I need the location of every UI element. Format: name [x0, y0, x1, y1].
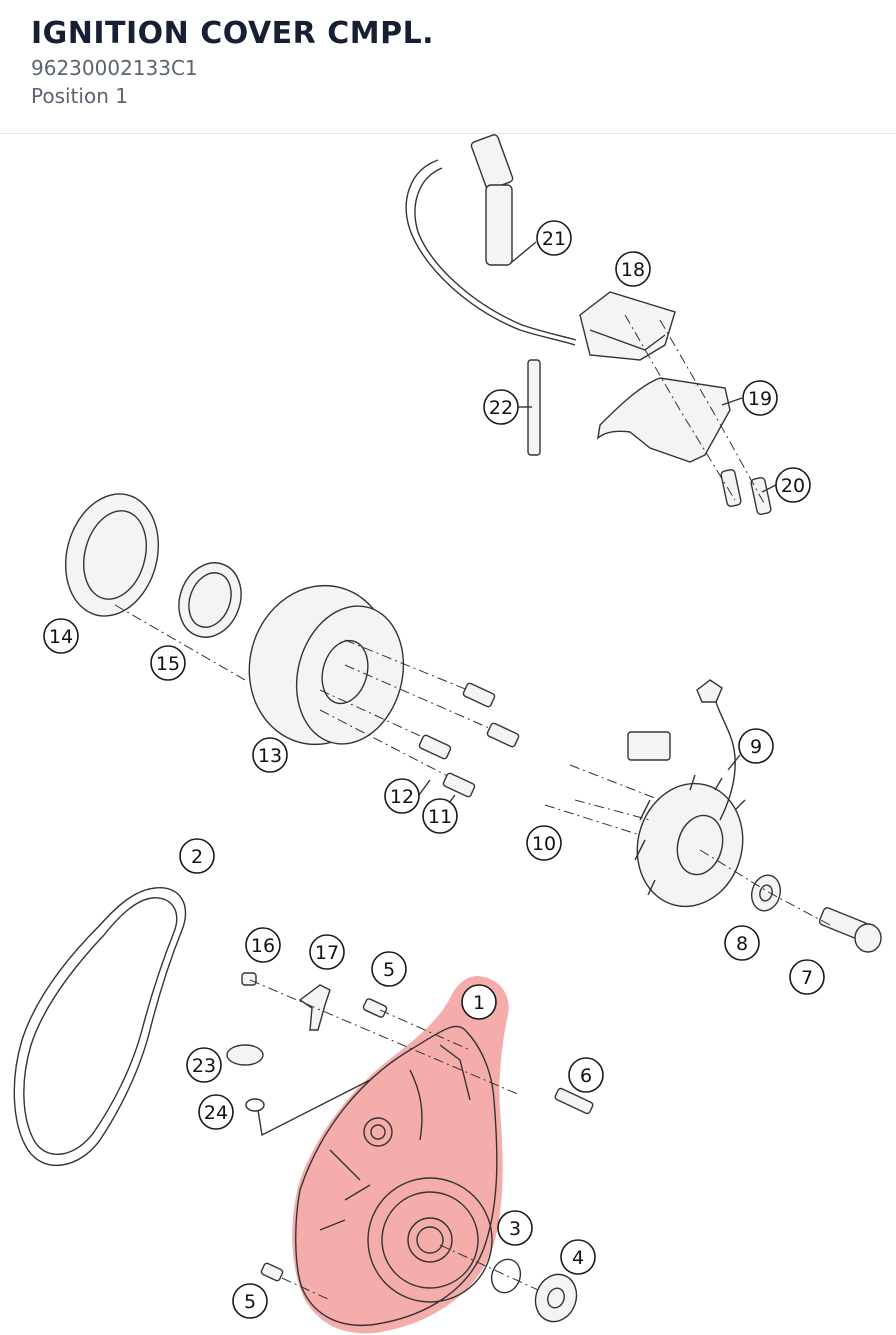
- callout-label: 8: [736, 933, 748, 955]
- callout-8[interactable]: 8: [724, 925, 760, 961]
- callout-1[interactable]: 1: [461, 984, 497, 1020]
- callout-circle[interactable]: [461, 984, 497, 1020]
- callout-13[interactable]: 13: [252, 737, 288, 773]
- callout-circle[interactable]: [179, 838, 215, 874]
- callout-circle[interactable]: [252, 737, 288, 773]
- callout-circle[interactable]: [738, 728, 774, 764]
- callout-circle[interactable]: [422, 798, 458, 834]
- callout-circle[interactable]: [371, 951, 407, 987]
- callout-19[interactable]: 19: [742, 380, 778, 416]
- callout-16[interactable]: 16: [245, 927, 281, 963]
- gasket-part: [13, 887, 187, 1166]
- callout-2[interactable]: 2: [179, 838, 215, 874]
- callout-4[interactable]: 4: [560, 1239, 596, 1275]
- callout-circle[interactable]: [483, 389, 519, 425]
- position-label: Position 1: [31, 84, 128, 108]
- callout-label: 16: [251, 935, 275, 957]
- callout-7[interactable]: 7: [789, 959, 825, 995]
- part-number: 96230002133C1: [31, 56, 198, 80]
- callout-label: 5: [244, 1291, 256, 1313]
- callout-label: 1: [473, 992, 485, 1014]
- callout-14[interactable]: 14: [43, 618, 79, 654]
- ignition-coil-part: [405, 134, 772, 516]
- callout-label: 22: [489, 397, 513, 419]
- callout-22[interactable]: 22: [483, 389, 519, 425]
- callout-label: 5: [383, 959, 395, 981]
- stator-part: [544, 679, 882, 953]
- callout-label: 7: [801, 967, 813, 989]
- callout-label: 11: [428, 806, 452, 828]
- callout-circle[interactable]: [245, 927, 281, 963]
- callout-circle[interactable]: [384, 778, 420, 814]
- callout-label: 20: [781, 475, 805, 497]
- callout-3[interactable]: 3: [497, 1210, 533, 1246]
- callout-label: 10: [532, 833, 556, 855]
- callout-circle[interactable]: [560, 1239, 596, 1275]
- callout-21[interactable]: 21: [536, 220, 572, 256]
- callout-label: 23: [192, 1055, 216, 1077]
- flywheel-part: [64, 493, 520, 798]
- callout-circle[interactable]: [568, 1057, 604, 1093]
- page-title: IGNITION COVER CMPL.: [31, 16, 435, 51]
- callout-circle[interactable]: [309, 934, 345, 970]
- callout-circle[interactable]: [497, 1210, 533, 1246]
- callout-label: 24: [204, 1102, 228, 1124]
- callout-circle[interactable]: [186, 1047, 222, 1083]
- callout-circle[interactable]: [742, 380, 778, 416]
- callout-23[interactable]: 23: [186, 1047, 222, 1083]
- callout-11[interactable]: 11: [422, 798, 458, 834]
- callout-label: 18: [621, 259, 645, 281]
- callout-5b[interactable]: 5: [232, 1283, 268, 1319]
- callout-label: 4: [572, 1247, 584, 1269]
- callout-circle[interactable]: [615, 251, 651, 287]
- callout-circle[interactable]: [43, 618, 79, 654]
- callout-circle[interactable]: [526, 825, 562, 861]
- callout-label: 2: [191, 846, 203, 868]
- callout-label: 12: [390, 786, 414, 808]
- callout-12[interactable]: 12: [384, 778, 420, 814]
- callout-9[interactable]: 9: [738, 728, 774, 764]
- callout-6[interactable]: 6: [568, 1057, 604, 1093]
- callout-label: 21: [542, 228, 566, 250]
- callout-18[interactable]: 18: [615, 251, 651, 287]
- callout-circle[interactable]: [775, 467, 811, 503]
- callout-circle[interactable]: [789, 959, 825, 995]
- callout-label: 3: [509, 1218, 521, 1240]
- callout-circle[interactable]: [198, 1094, 234, 1130]
- callout-circle[interactable]: [536, 220, 572, 256]
- callout-circle[interactable]: [150, 645, 186, 681]
- callout-24[interactable]: 24: [198, 1094, 234, 1130]
- callout-label: 17: [315, 942, 339, 964]
- callout-20[interactable]: 20: [775, 467, 811, 503]
- callout-label: 19: [748, 388, 772, 410]
- callout-label: 13: [258, 745, 282, 767]
- header: IGNITION COVER CMPL. 96230002133C1 Posit…: [0, 0, 896, 134]
- callout-label: 9: [750, 736, 762, 758]
- callout-circle[interactable]: [724, 925, 760, 961]
- callout-15[interactable]: 15: [150, 645, 186, 681]
- ignition-cover-highlight[interactable]: [292, 976, 509, 1334]
- small-parts: [226, 972, 594, 1323]
- callout-label: 15: [156, 653, 180, 675]
- callout-5a[interactable]: 5: [371, 951, 407, 987]
- callout-label: 14: [49, 626, 73, 648]
- ignition-cover-part: [295, 1025, 498, 1327]
- callout-circle[interactable]: [232, 1283, 268, 1319]
- callout-label: 6: [580, 1065, 592, 1087]
- callout-17[interactable]: 17: [309, 934, 345, 970]
- callout-10[interactable]: 10: [526, 825, 562, 861]
